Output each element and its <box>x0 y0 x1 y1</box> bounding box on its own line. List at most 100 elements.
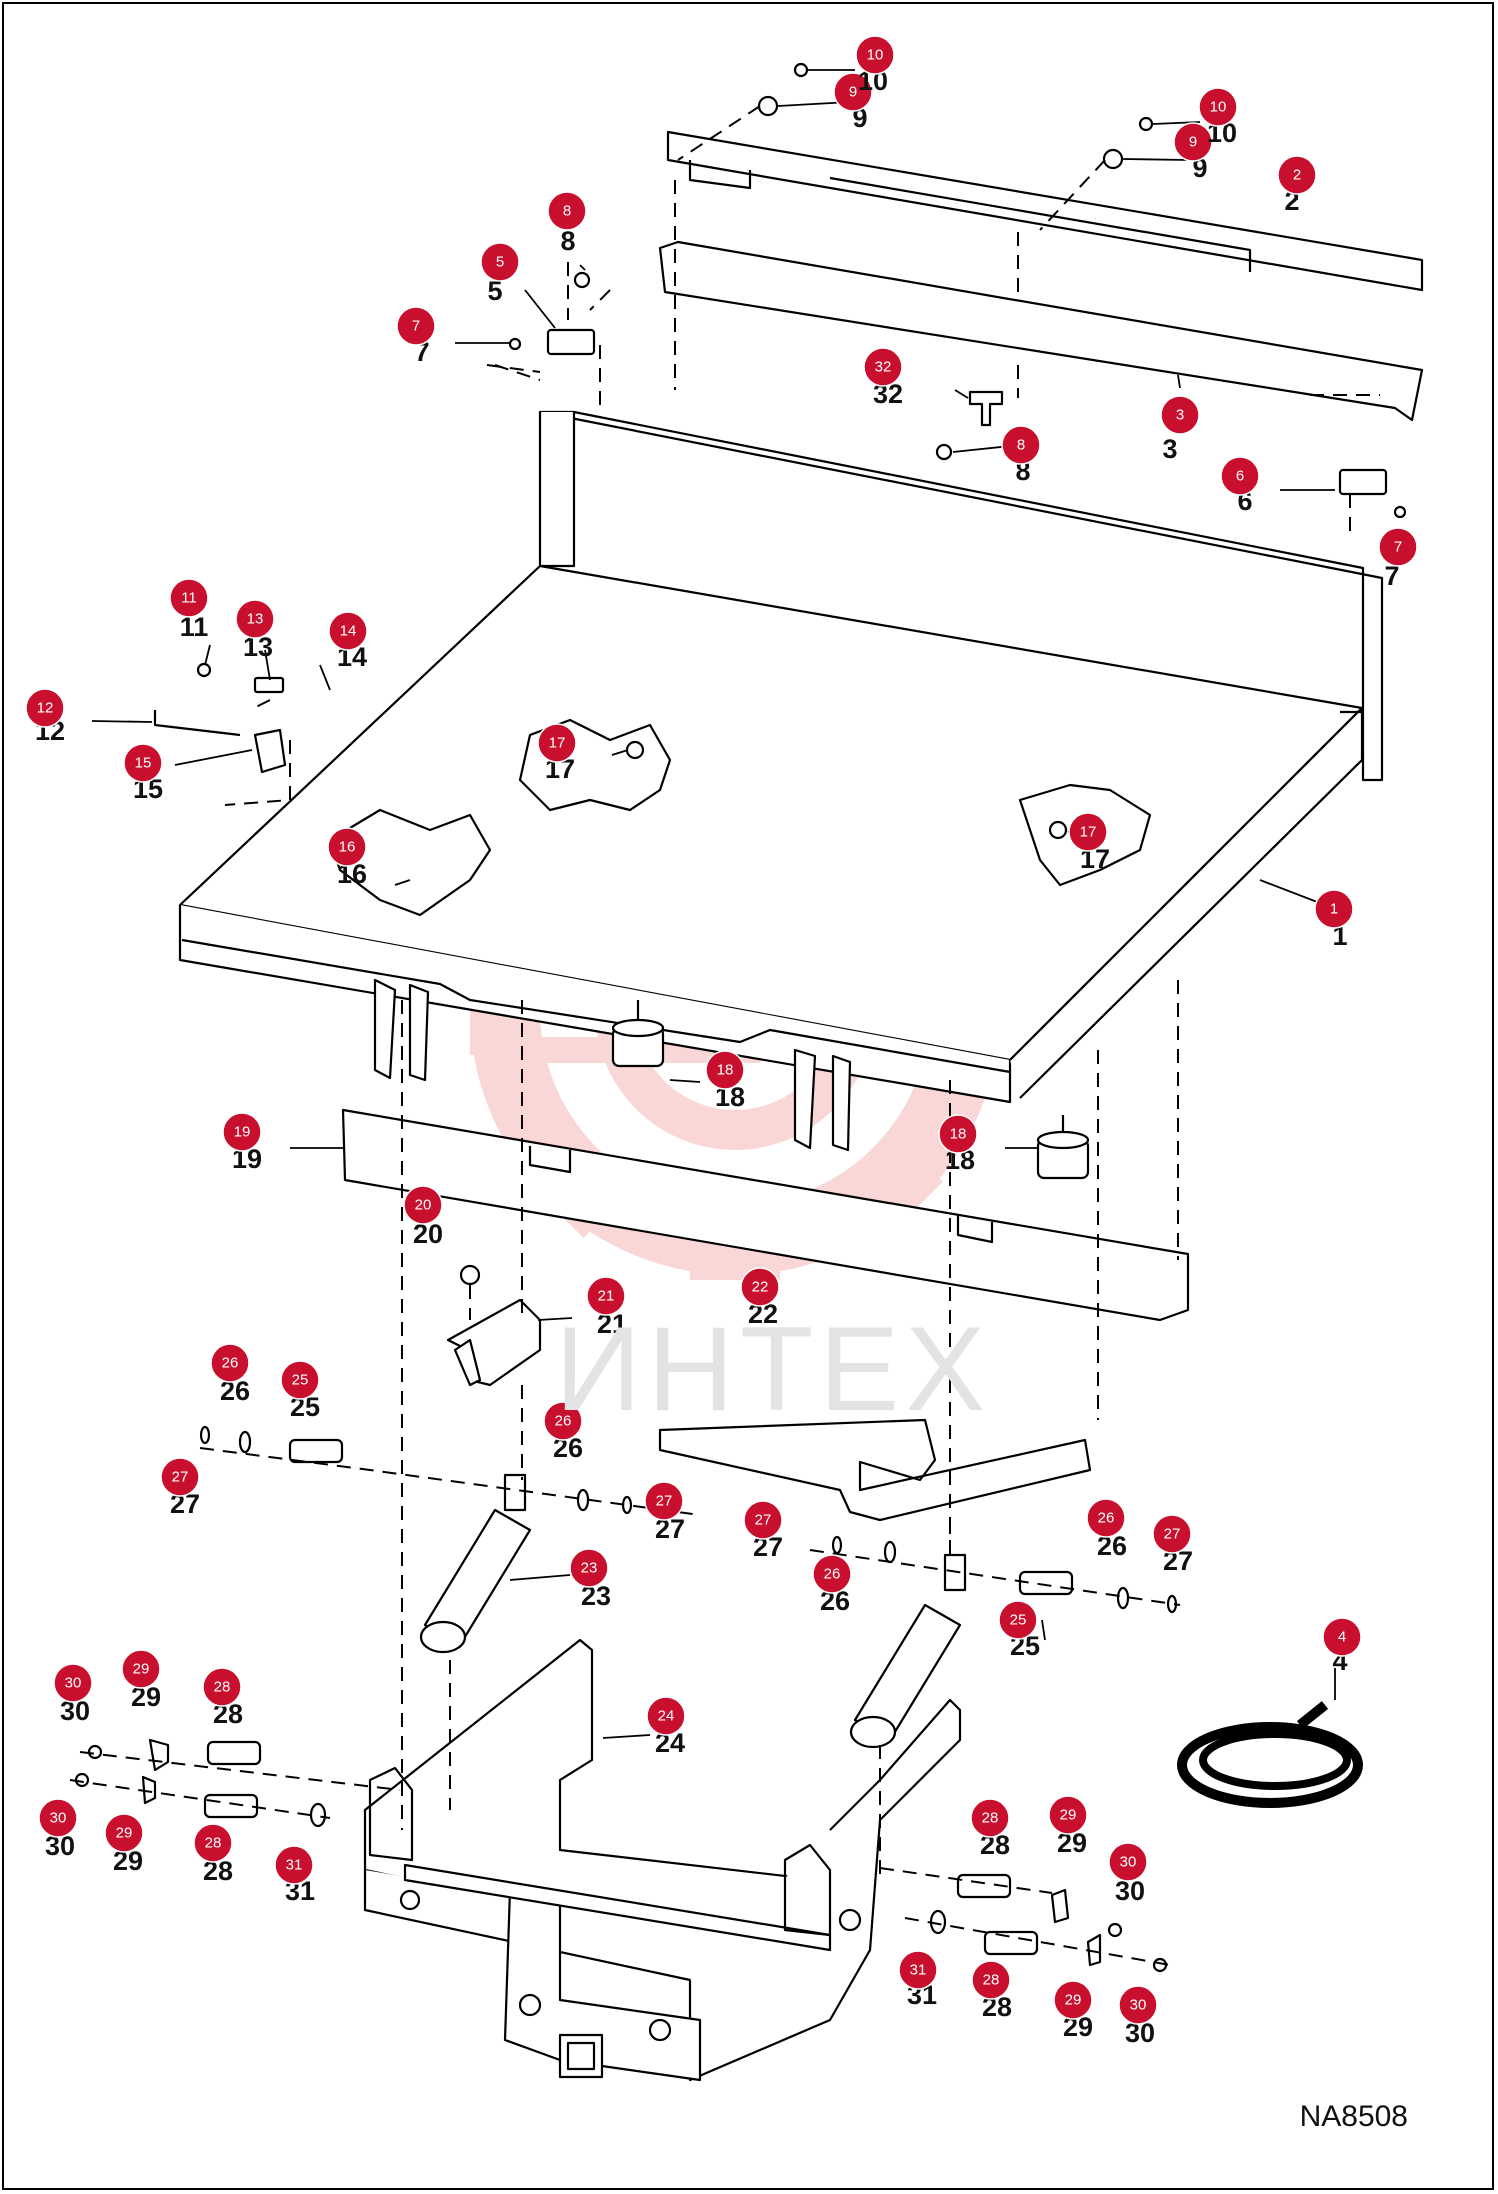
callout-badge <box>328 611 368 651</box>
callout-badge-label: 26 <box>1098 1510 1115 1527</box>
callout-badge-label: 28 <box>205 1835 222 1852</box>
part-top-rail-3 <box>658 240 1424 422</box>
callout-badge-label: 28 <box>983 1972 1000 1989</box>
callout-badge <box>403 1185 443 1225</box>
callout-badge <box>1198 87 1238 127</box>
callout-badge-label: 22 <box>752 1279 769 1296</box>
callout-badge-label: 27 <box>755 1512 772 1529</box>
callout-badge <box>396 306 436 346</box>
callout-badge <box>169 578 209 618</box>
callout-badge <box>743 1500 783 1540</box>
callout-badge-label: 30 <box>1120 1854 1137 1871</box>
callout-2-1: 22 <box>1277 155 1317 216</box>
callout-badge <box>705 1050 745 1090</box>
callout-badge <box>1118 1985 1158 2025</box>
callout-badge-label: 10 <box>1210 99 1227 116</box>
callout-badge <box>569 1548 609 1588</box>
callout-badge <box>160 1457 200 1497</box>
callout-badge <box>1277 155 1317 195</box>
callout-badge <box>898 1950 938 1990</box>
callout-9-11: 99 <box>1173 122 1213 183</box>
callout-badge-label: 26 <box>555 1413 572 1430</box>
callout-badge-label: 29 <box>1065 1992 1082 2009</box>
callout-badge-label: 17 <box>1080 824 1097 841</box>
callout-badge-label: 8 <box>563 203 571 220</box>
callout-badge <box>833 72 873 112</box>
callout-badge-label: 29 <box>1060 1807 1077 1824</box>
callout-badge-label: 32 <box>875 359 892 376</box>
callout-badge <box>1053 1980 1093 2020</box>
callout-badge-label: 30 <box>1130 1997 1147 2014</box>
callout-badge-label: 25 <box>292 1372 309 1389</box>
callout-badge-label: 23 <box>581 1560 598 1577</box>
callout-badge-label: 11 <box>181 590 197 607</box>
part-bumper-18b <box>1036 1115 1090 1180</box>
callout-badge <box>1378 527 1418 567</box>
callout-badge <box>938 1114 978 1154</box>
callout-badge <box>121 1649 161 1689</box>
callout-badge-label: 19 <box>234 1124 251 1141</box>
callout-badge <box>1160 395 1200 435</box>
callout-badge <box>970 1798 1010 1838</box>
callout-badge <box>1173 122 1213 162</box>
callout-badge-label: 16 <box>339 839 356 856</box>
callout-badge <box>1068 812 1108 852</box>
callout-layer: 1122334455667777888899991010101011111212… <box>25 35 1418 2048</box>
callout-badge <box>480 242 520 282</box>
callout-badge-label: 27 <box>656 1493 673 1510</box>
callout-badge-label: 25 <box>1010 1612 1027 1629</box>
callout-badge-label: 21 <box>598 1288 615 1305</box>
part-hose-4 <box>1177 1701 1363 1808</box>
callout-badge <box>812 1554 852 1594</box>
callout-badge <box>280 1360 320 1400</box>
assembly-dash-lines <box>69 105 1380 1966</box>
callout-badge <box>586 1276 626 1316</box>
callout-badge <box>202 1667 242 1707</box>
callout-7-6: 77 <box>396 306 436 367</box>
callout-badge-label: 5 <box>496 254 504 271</box>
callout-badge <box>855 35 895 75</box>
callout-badge-label: 30 <box>50 1810 67 1827</box>
callout-badge-label: 18 <box>717 1062 734 1079</box>
callout-8-8: 88 <box>547 191 587 256</box>
callout-badge <box>1314 889 1354 929</box>
callout-badge <box>123 743 163 783</box>
callout-badge-label: 13 <box>247 611 264 628</box>
callout-badge-label: 7 <box>412 318 420 335</box>
callout-badge-label: 27 <box>1164 1526 1181 1543</box>
part-bed-platform <box>178 410 1384 1152</box>
callout-badge <box>235 599 275 639</box>
callout-1-0: 11 <box>1314 889 1354 951</box>
callout-badge <box>210 1343 250 1383</box>
part-bracket-21 <box>446 1298 542 1387</box>
callout-6-5: 66 <box>1220 456 1260 516</box>
callout-number: 8 <box>560 226 575 256</box>
callout-number: 7 <box>1384 561 1399 591</box>
callout-badge <box>1001 425 1041 465</box>
callout-badge <box>971 1960 1011 2000</box>
callout-badge <box>547 191 587 231</box>
callout-badge <box>104 1813 144 1853</box>
part-cylinder-23b <box>849 1553 967 1749</box>
callout-badge-label: 26 <box>222 1355 239 1372</box>
callout-badge <box>1152 1514 1192 1554</box>
callout-badge <box>193 1823 233 1863</box>
